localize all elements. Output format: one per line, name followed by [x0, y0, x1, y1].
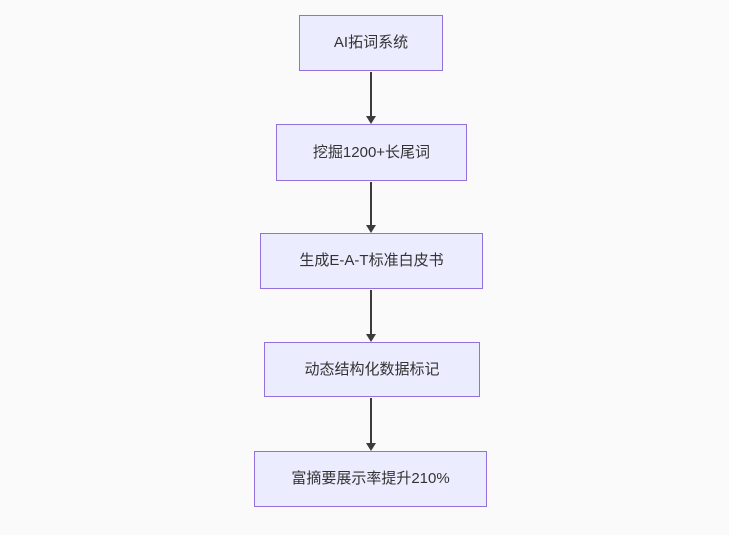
edge-line	[370, 398, 372, 443]
arrowhead-down-icon	[366, 116, 376, 124]
flow-node-longtail-mining: 挖掘1200+长尾词	[276, 124, 467, 181]
flow-node-label: 动态结构化数据标记	[304, 360, 440, 378]
edge-line	[370, 182, 372, 225]
flow-node-ai-word-expansion: AI拓词系统	[299, 15, 443, 71]
arrowhead-down-icon	[366, 334, 376, 342]
edge-line	[370, 72, 372, 116]
flow-node-label: AI拓词系统	[333, 34, 409, 51]
flow-node-label: 富摘要展示率提升210%	[291, 470, 450, 487]
flow-edge-2	[365, 182, 377, 233]
flow-node-label: 生成E-A-T标准白皮书	[299, 252, 444, 269]
flow-edge-3	[365, 290, 377, 342]
flow-node-rich-snippet-result: 富摘要展示率提升210%	[254, 451, 487, 507]
edge-line	[370, 290, 372, 334]
arrowhead-down-icon	[366, 225, 376, 233]
flow-edge-4	[365, 398, 377, 451]
flow-edge-1	[365, 72, 377, 124]
flow-node-label: 挖掘1200+长尾词	[312, 143, 431, 161]
arrowhead-down-icon	[366, 443, 376, 451]
flow-node-structured-data-markup: 动态结构化数据标记	[264, 342, 480, 397]
flow-node-eat-whitepaper: 生成E-A-T标准白皮书	[260, 233, 483, 289]
